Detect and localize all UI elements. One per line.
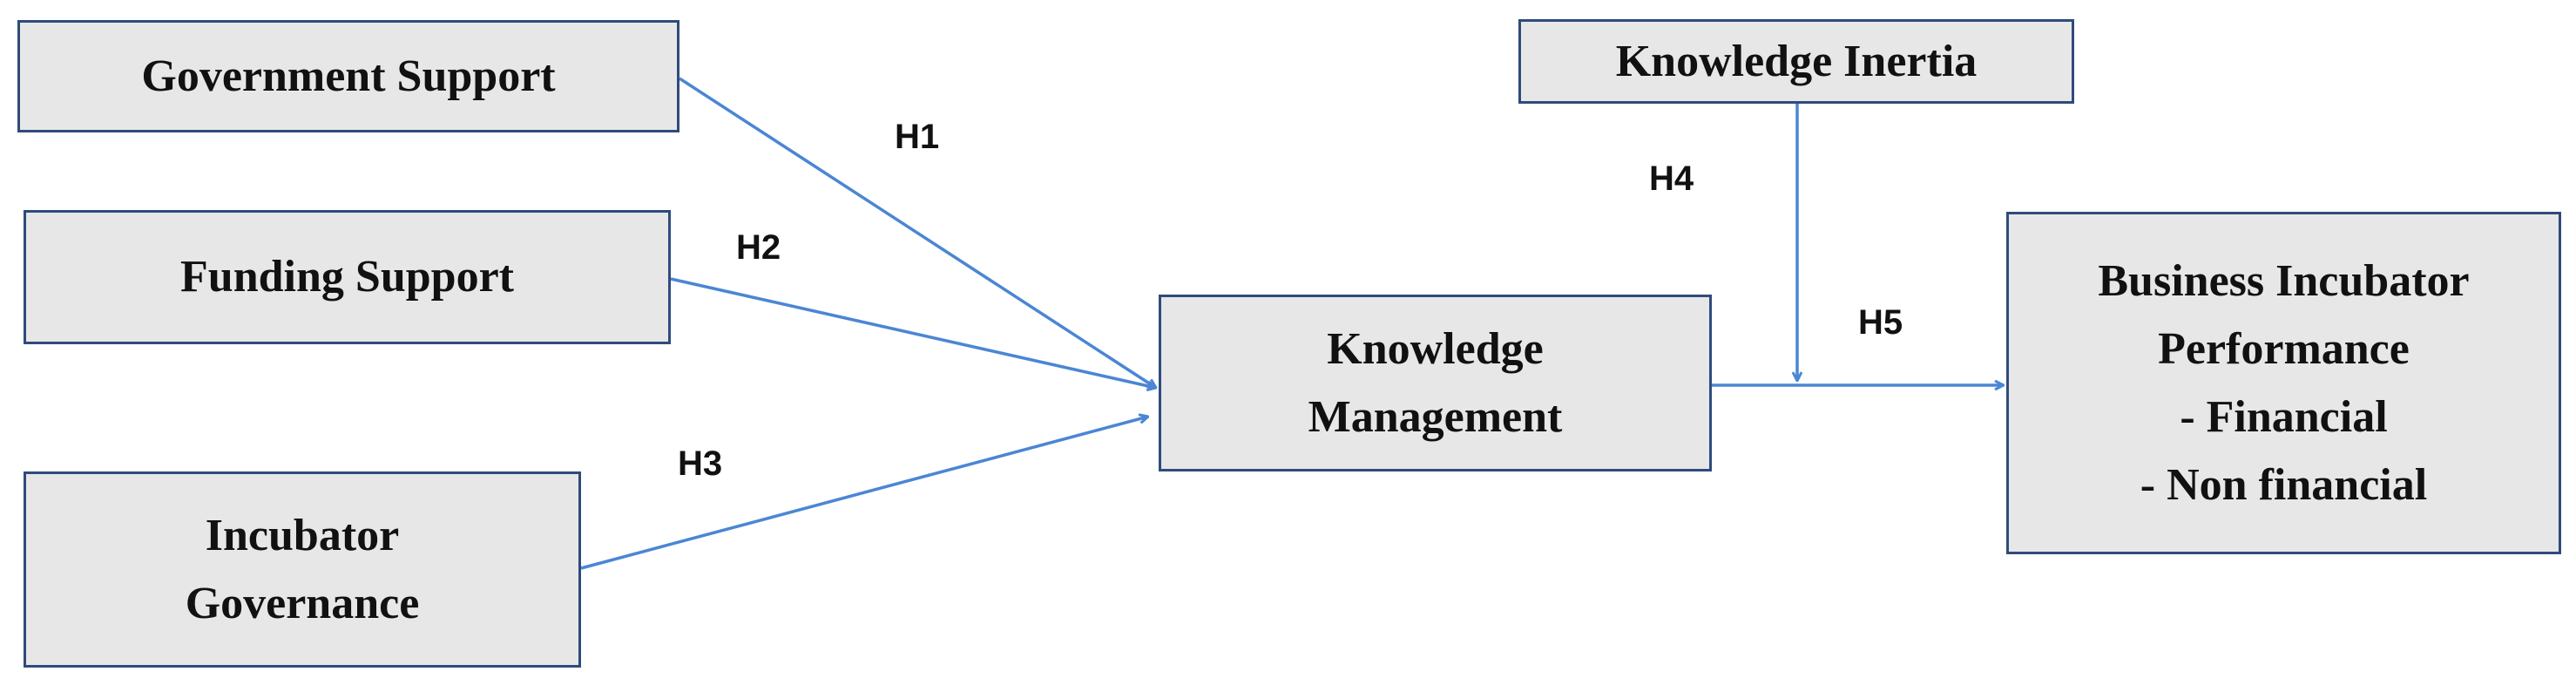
hypothesis-label-h5: H5: [1858, 303, 1903, 342]
node-label: Knowledge Inertia: [1616, 28, 1978, 96]
node-label-line: - Non financial: [2140, 459, 2428, 510]
node-label: Government Support: [141, 43, 555, 111]
node-label-line: Business Incubator: [2098, 255, 2470, 306]
node-label-line: Governance: [185, 578, 420, 628]
arrow-h2: [670, 277, 1156, 388]
node-label-line: Incubator: [205, 510, 400, 560]
node-government-support: Government Support: [17, 20, 679, 132]
hypothesis-label-h4: H4: [1649, 159, 1694, 198]
node-label-line: Government Support: [141, 51, 556, 101]
arrow-h3: [580, 417, 1148, 570]
node-label-line: Funding Support: [180, 252, 514, 302]
node-label-line: Knowledge: [1327, 323, 1544, 374]
node-knowledge-inertia: Knowledge Inertia: [1518, 19, 2074, 104]
node-funding-support: Funding Support: [24, 210, 671, 344]
hypothesis-label-h1: H1: [895, 118, 940, 156]
arrow-h1: [679, 77, 1156, 388]
hypothesis-label-h2: H2: [736, 228, 781, 267]
node-label-line: Management: [1308, 391, 1563, 442]
hypothesis-label-h3: H3: [678, 444, 723, 483]
node-label-line: Performance: [2158, 323, 2410, 374]
node-label-line: Knowledge Inertia: [1615, 36, 1978, 86]
node-label-line: - Financial: [2180, 391, 2388, 442]
node-label: Funding Support: [180, 243, 514, 311]
